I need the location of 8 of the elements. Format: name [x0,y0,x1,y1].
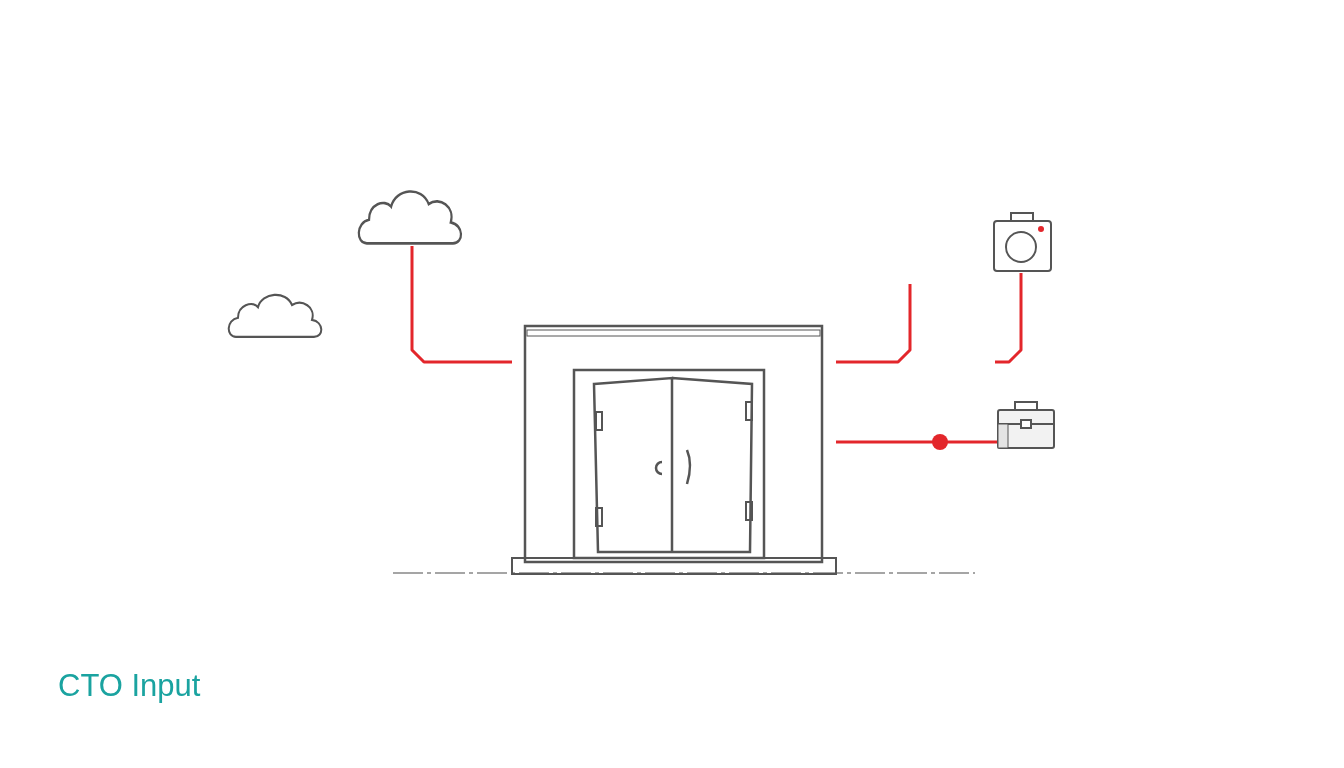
briefcase-icon [997,400,1055,449]
connector-line [836,440,997,444]
camera-icon [993,211,1052,273]
connector-line [836,284,912,364]
connector-line [410,246,512,364]
caption: CTO Input [58,668,201,704]
connector-line [995,273,1023,364]
vault-drawing [512,322,836,576]
